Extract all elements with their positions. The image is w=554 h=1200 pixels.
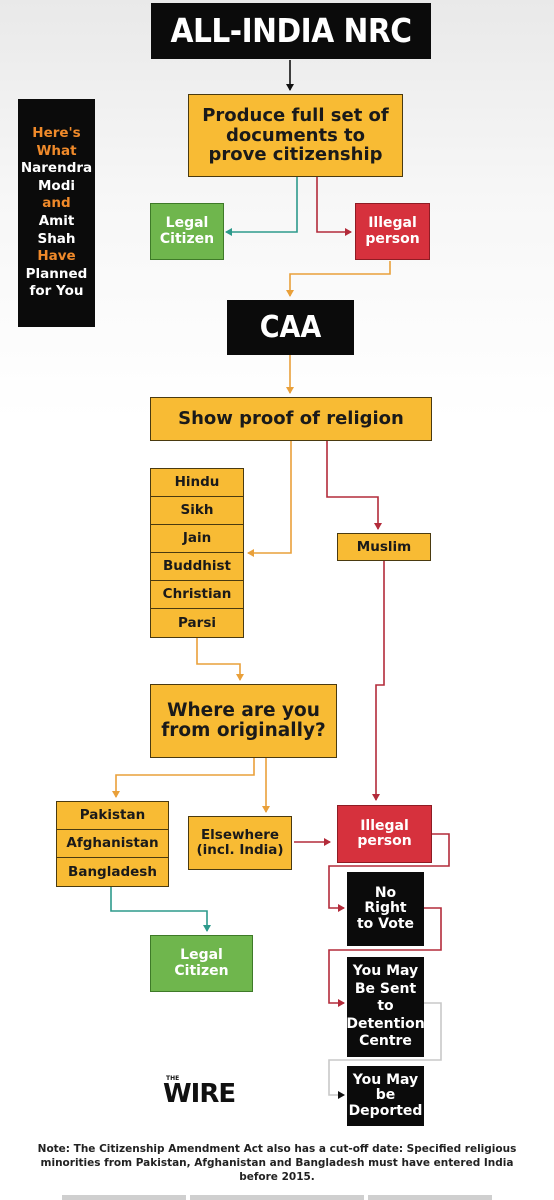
religion-label-parsi: Parsi	[178, 614, 216, 631]
no-vote-box: No Right to Vote	[347, 872, 424, 946]
country-label-afghanistan: Afghanistan	[66, 835, 159, 852]
sidebar-line-4: Modi	[38, 177, 75, 194]
deported-box: You May be Deported	[347, 1066, 424, 1126]
footnote: Note: The Citizenship Amendment Act also…	[37, 1143, 517, 1184]
origin-question-label: Where are you from originally?	[161, 699, 326, 741]
sidebar-line-9: Planned	[25, 265, 88, 282]
religion-label-buddhist: Buddhist	[163, 558, 231, 575]
religion-label-sikh: Sikh	[180, 502, 214, 519]
sidebar-line-10: for You	[29, 283, 84, 300]
logo-big: WIRE	[163, 1079, 236, 1109]
bottom-bar-2	[190, 1195, 364, 1200]
deported-label: You May be Deported	[348, 1071, 423, 1119]
bottom-bar-3	[368, 1195, 492, 1200]
illegal-person-box-1: Illegal person	[355, 203, 430, 260]
arrow-religion-to-list	[247, 441, 292, 557]
legal-citizen-box-1: Legal Citizen	[150, 203, 224, 260]
arrow-illegal-to-caa	[286, 261, 391, 297]
detention-label: You May Be Sent to Detention Centre	[346, 963, 425, 1050]
logo-small: THE	[166, 1075, 180, 1082]
muslim-label: Muslim	[356, 538, 412, 555]
religion-item-jain: Jain	[150, 524, 244, 553]
illegal-person-box-2: Illegal person	[337, 805, 432, 863]
arrow-list-to-origin	[196, 638, 244, 681]
religion-item-christian: Christian	[150, 580, 244, 609]
sidebar-line-6: Amit	[38, 213, 75, 229]
sidebar-line-5: and	[42, 195, 71, 212]
legal-citizen-label-1: Legal Citizen	[159, 215, 215, 247]
documents-label: Produce full set of documents to prove c…	[202, 104, 389, 166]
country-item-afghanistan: Afghanistan	[56, 829, 169, 858]
illegal-person-label-2: Illegal person	[357, 817, 412, 849]
elsewhere-label: Elsewhere (incl. India)	[196, 827, 284, 858]
arrow-documents-to-illegal	[316, 177, 352, 236]
religion-label-christian: Christian	[162, 586, 232, 603]
sidebar-line-1: Here's	[32, 125, 81, 142]
arrow-religion-to-muslim	[326, 441, 382, 530]
arrow-documents-to-legal	[225, 177, 298, 236]
religion-label-jain: Jain	[182, 530, 212, 547]
religion-label-hindu: Hindu	[174, 474, 220, 491]
arrow-illegal-to-novote	[328, 833, 450, 912]
muslim-box: Muslim	[337, 533, 431, 561]
religion-item-hindu: Hindu	[150, 468, 244, 497]
legal-citizen-box-2: Legal Citizen	[150, 935, 253, 992]
country-item-bangladesh: Bangladesh	[56, 857, 169, 887]
arrow-countries-to-legal	[110, 887, 211, 932]
religion-item-sikh: Sikh	[150, 496, 244, 525]
documents-box: Produce full set of documents to prove c…	[188, 94, 403, 177]
detention-box: You May Be Sent to Detention Centre	[346, 957, 425, 1057]
religion-item-parsi: Parsi	[150, 608, 244, 638]
country-label-bangladesh: Bangladesh	[68, 863, 157, 880]
elsewhere-box: Elsewhere (incl. India)	[188, 816, 292, 870]
origin-question-box: Where are you from originally?	[150, 684, 337, 758]
caa-box: CAA	[227, 300, 354, 355]
arrow-detention-to-deported	[328, 1002, 442, 1099]
the-wire-logo: THE WIRE	[163, 1075, 259, 1111]
sidebar-line-2: What	[36, 142, 77, 159]
sidebar-line-3: Narendra	[20, 160, 93, 177]
no-vote-label: No Right to Vote	[356, 884, 415, 932]
illegal-person-label-1: Illegal person	[365, 215, 420, 247]
religion-proof-label: Show proof of religion	[178, 408, 404, 430]
religion-proof-box: Show proof of religion	[150, 397, 432, 441]
arrow-muslim-to-illegal	[372, 561, 385, 801]
legal-citizen-label-2: Legal Citizen	[174, 947, 229, 979]
caa-label: CAA	[259, 310, 322, 345]
bottom-bar-1	[62, 1195, 186, 1200]
religion-item-buddhist: Buddhist	[150, 552, 244, 581]
country-label-pakistan: Pakistan	[79, 807, 146, 824]
sidebar-line-8: Have	[37, 248, 76, 265]
title: ALL-INDIA NRC	[170, 10, 412, 50]
sidebar-panel: Here's What Narendra Modi and Amit Shah …	[18, 99, 95, 327]
title-box: ALL-INDIA NRC	[151, 3, 431, 59]
arrow-origin-to-countries	[112, 758, 255, 798]
arrow-novote-to-detention	[328, 907, 442, 1007]
sidebar-line-7: Shah	[37, 230, 76, 247]
country-item-pakistan: Pakistan	[56, 801, 169, 830]
